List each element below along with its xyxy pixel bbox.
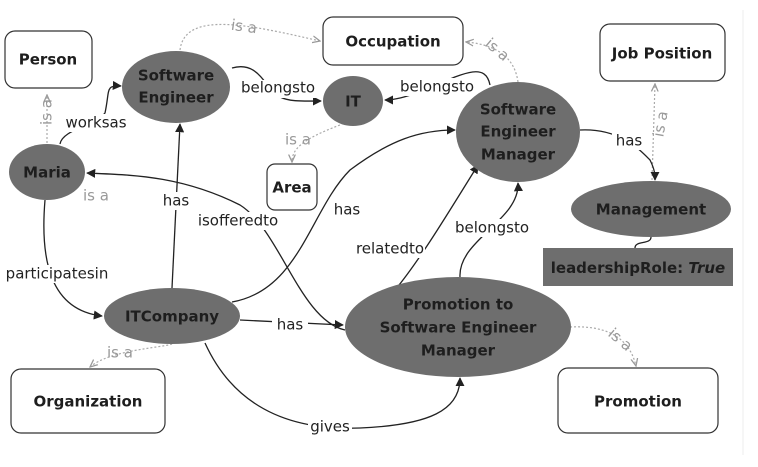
svg-text:Person: Person [19, 51, 77, 69]
svg-text:Promotion: Promotion [594, 393, 682, 411]
attribute-value: True [688, 259, 725, 277]
edge-it-isa-area [292, 124, 341, 162]
node-itcompany[interactable]: ITCompany [104, 288, 240, 344]
node-promotion-class[interactable]: Promotion [557, 367, 719, 434]
svg-text:Software: Software [480, 101, 556, 119]
label-isa-promo: is a [605, 324, 636, 354]
attribute-key: leadershipRole: [551, 259, 683, 277]
label-gives: gives [310, 418, 350, 436]
node-software-engineer[interactable]: Software Engineer [122, 51, 230, 123]
svg-text:ITCompany: ITCompany [125, 308, 219, 326]
svg-text:Promotion to: Promotion to [403, 296, 514, 314]
node-job-position[interactable]: Job Position [599, 23, 726, 82]
label-relatedto: relatedto [356, 240, 424, 258]
edge-has-itc-sem [231, 125, 456, 303]
edge-sem-isa-occupation [466, 42, 519, 83]
svg-text:Software: Software [138, 67, 214, 85]
label-worksas: worksas [65, 114, 126, 132]
node-promotion-instance[interactable]: Promotion to Software Engineer Manager [345, 277, 571, 377]
edge-gives [204, 342, 465, 429]
svg-text:Area: Area [272, 179, 311, 197]
edge-se-isa-occupation [179, 23, 320, 51]
label-has-itc-sem: has [334, 201, 361, 219]
edge-mgmt-attribute [634, 236, 652, 249]
svg-text:Software Engineer: Software Engineer [380, 319, 537, 337]
edge-itc-isa-organization [90, 343, 173, 367]
label-has-itc-se: has [163, 192, 190, 210]
node-management[interactable]: Management [571, 181, 731, 237]
edge-participatesin [43, 199, 103, 320]
edge-has-sem-mgmt [579, 129, 660, 181]
label-has-itc-promo: has [277, 316, 304, 334]
label-isa-mgmt: is a [649, 110, 671, 139]
node-area[interactable]: Area [266, 163, 318, 211]
label-isofferedto: isofferedto [198, 212, 278, 230]
svg-text:Manager: Manager [421, 342, 496, 360]
label-isa-se: is a [230, 16, 258, 37]
node-maria[interactable]: Maria [9, 144, 85, 200]
edge-isofferedto [86, 168, 346, 331]
edge-promo-isa-promotion [569, 326, 636, 366]
node-se-manager[interactable]: Software Engineer Manager [456, 82, 580, 182]
node-leadership-attribute: leadershipRole: True [543, 248, 733, 286]
svg-text:leadershipRole: True: leadershipRole: True [551, 259, 725, 277]
svg-text:IT: IT [345, 93, 362, 111]
svg-text:Job Position: Job Position [611, 45, 713, 63]
edge-mgmt-isa-jobposition [652, 84, 655, 181]
edge-labels: belongsto belongsto worksas is a is a is… [2, 16, 672, 436]
svg-text:Maria: Maria [23, 164, 71, 182]
svg-text:Management: Management [596, 201, 706, 219]
node-it[interactable]: IT [323, 76, 383, 126]
node-person[interactable]: Person [4, 30, 93, 89]
label-isa-it: is a [285, 131, 311, 149]
label-belongsto-se-it: belongsto [241, 79, 315, 97]
label-belongsto-sem-it: belongsto [400, 78, 474, 96]
label-isa-person: is a [38, 99, 56, 125]
node-organization[interactable]: Organization [10, 368, 166, 434]
label-has-sem-mgmt: has [616, 132, 643, 150]
svg-text:Occupation: Occupation [345, 33, 440, 51]
edge-worksas [59, 80, 122, 145]
edges [43, 23, 660, 429]
svg-text:Manager: Manager [481, 146, 556, 164]
label-participatesin: participatesin [6, 265, 109, 283]
edge-relatedto [394, 164, 479, 291]
svg-text:Organization: Organization [34, 393, 143, 411]
label-isa-maria: is a [83, 187, 109, 205]
label-belongsto-promo-sem: belongsto [455, 219, 529, 237]
node-occupation[interactable]: Occupation [322, 16, 464, 66]
svg-text:Engineer: Engineer [480, 123, 556, 141]
label-isa-itc: is a [107, 344, 133, 362]
svg-text:Engineer: Engineer [138, 89, 214, 107]
